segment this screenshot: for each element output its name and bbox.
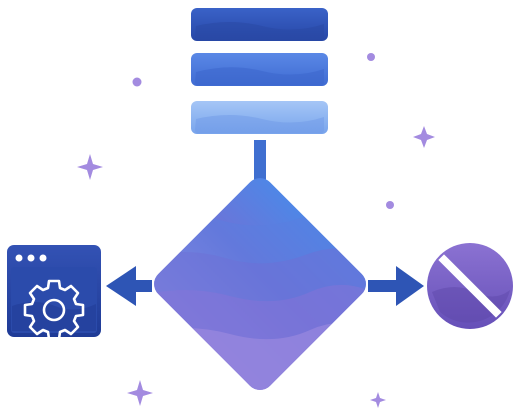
dot-icon [386, 201, 394, 209]
database-stack-icon [191, 8, 328, 134]
sparkle-icon [77, 154, 103, 180]
sparkle-icon [127, 380, 153, 406]
dot-icon [132, 77, 142, 87]
arrow-right-icon [368, 266, 424, 306]
sparkle-icon [413, 126, 435, 148]
arrow-left-icon [106, 266, 152, 306]
decision-diamond-icon [148, 178, 372, 396]
sparkle-icon [370, 392, 386, 408]
connector-line [254, 140, 266, 180]
gear-icon [23, 279, 85, 341]
dot-icon [367, 53, 375, 61]
settings-window-icon [7, 245, 101, 341]
blocked-icon [427, 243, 513, 329]
